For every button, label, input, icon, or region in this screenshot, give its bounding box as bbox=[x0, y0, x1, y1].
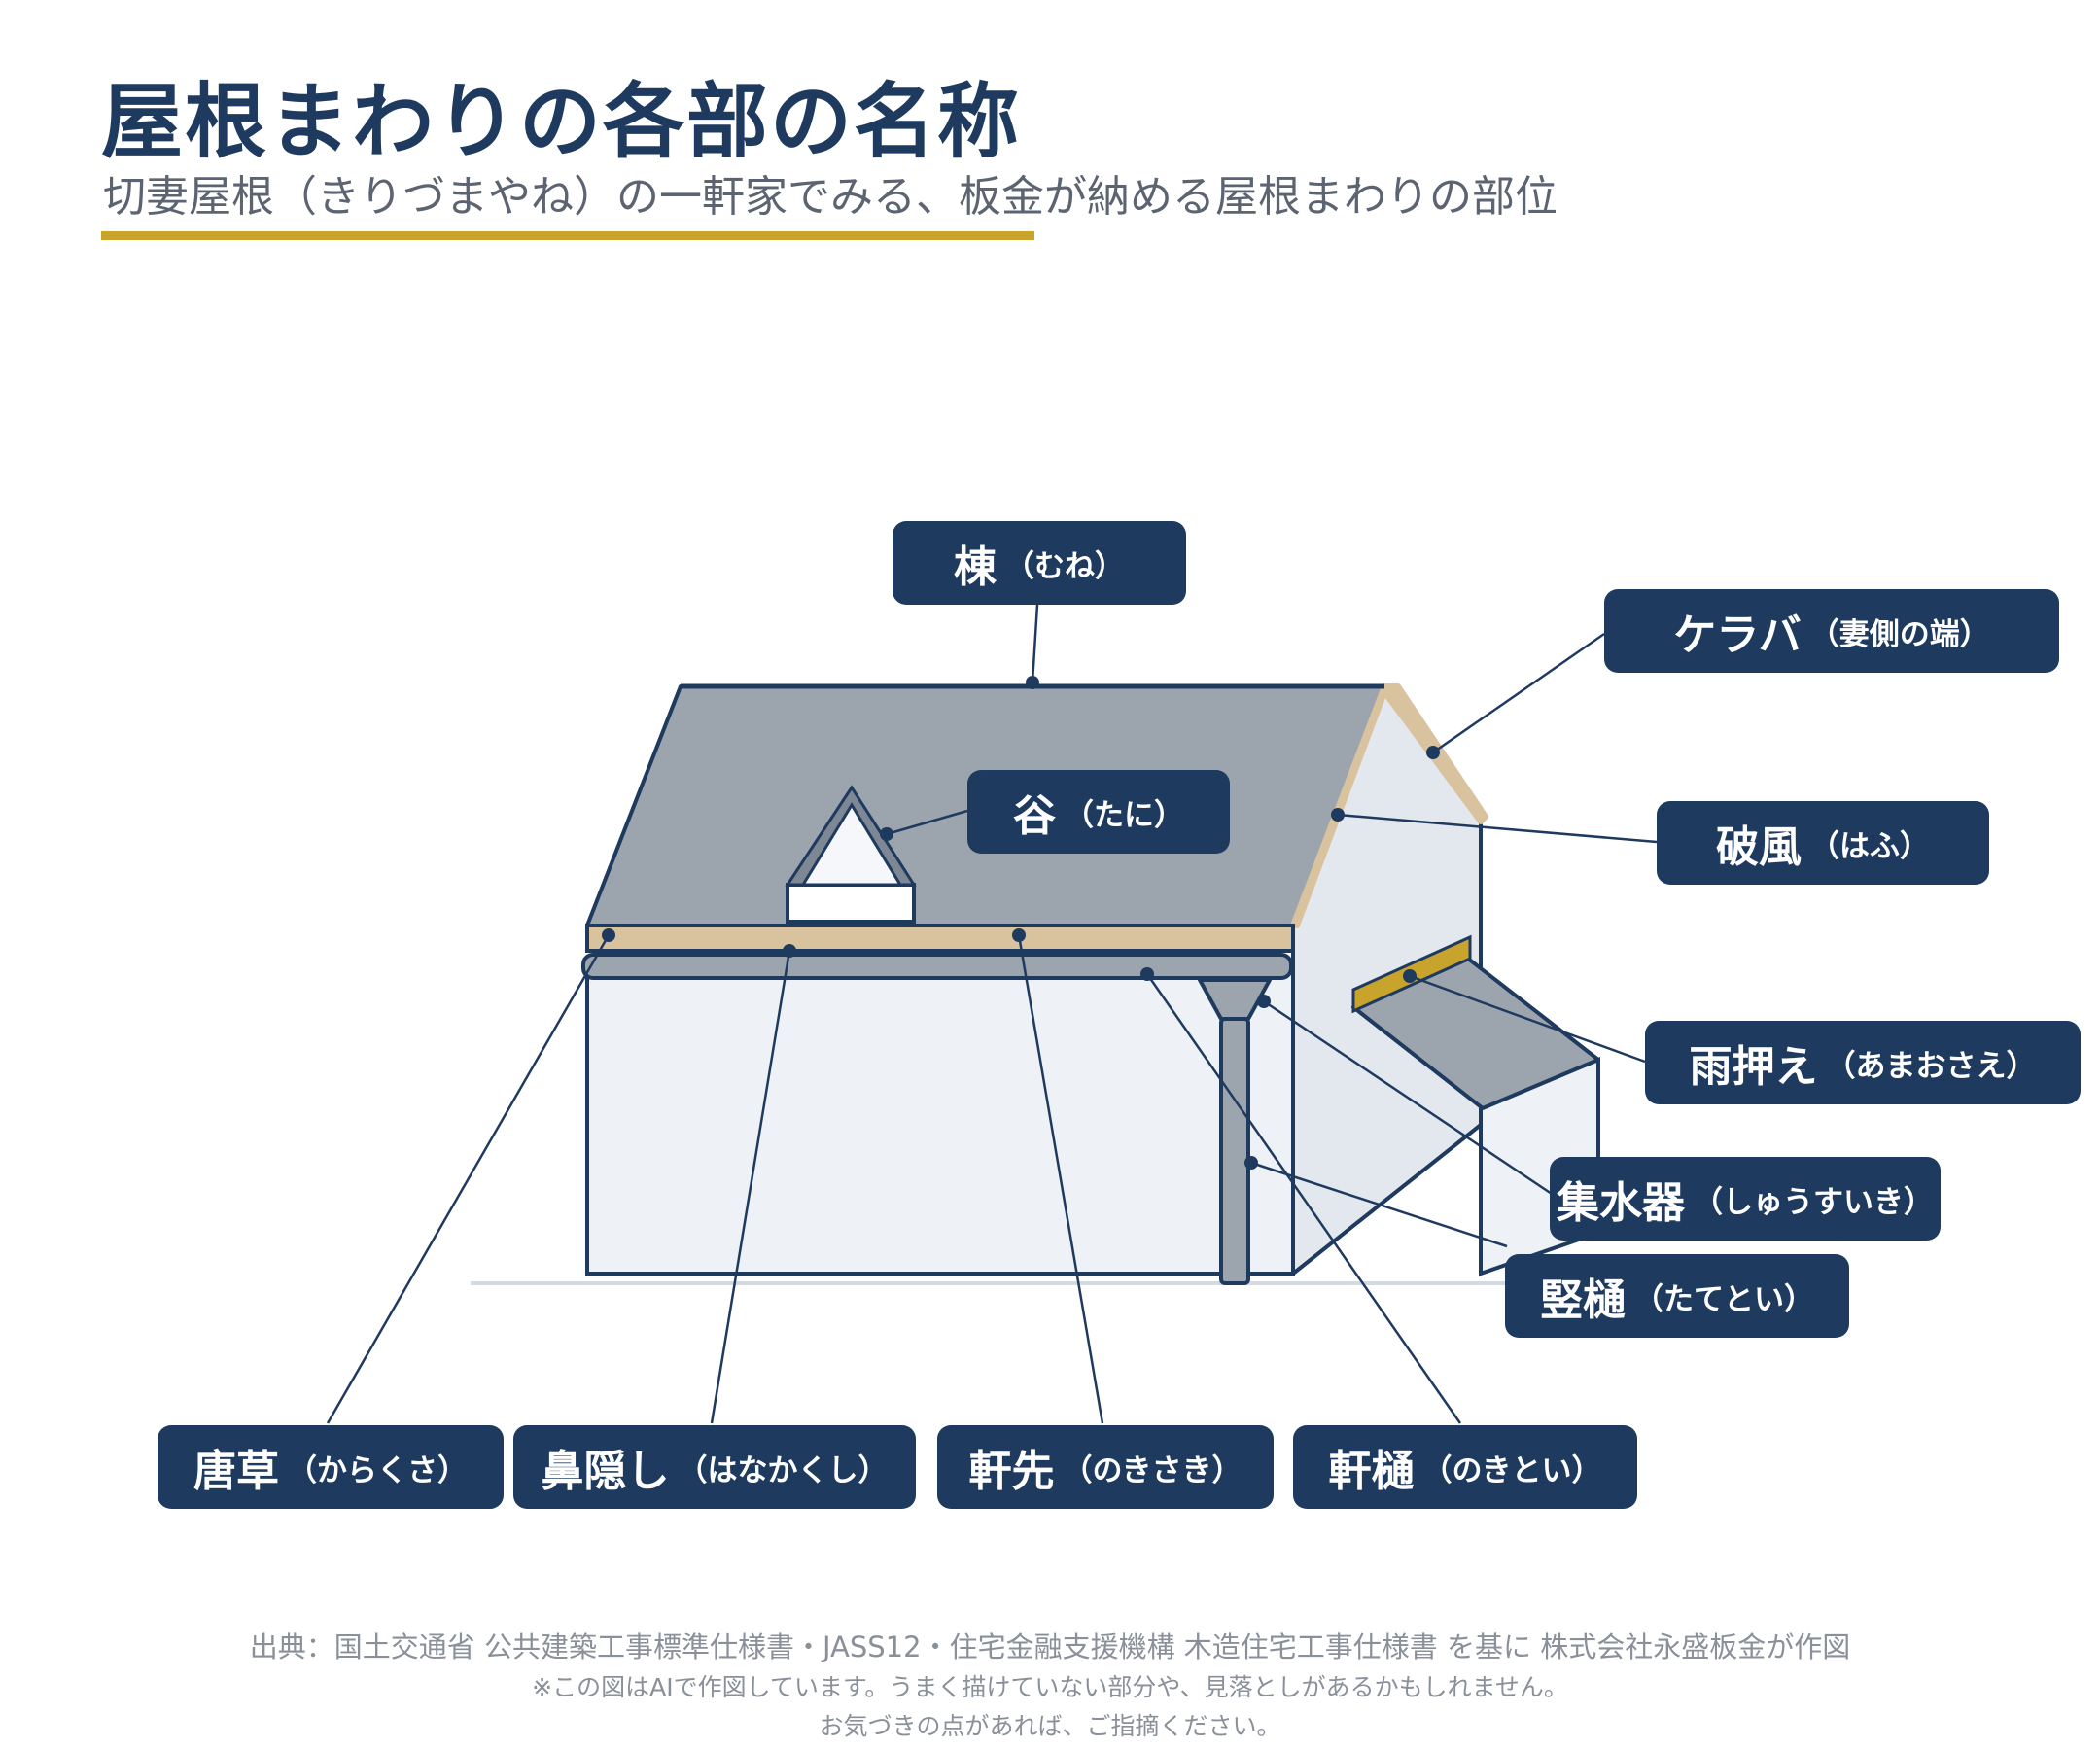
footer-source: 出典：国土交通省 公共建築工事標準仕様書・JASS12・住宅金融支援機構 木造住… bbox=[249, 1630, 1851, 1663]
label-kera: ケラバ （妻側の端） bbox=[1604, 589, 2059, 673]
leader-amaosae bbox=[1409, 974, 1646, 1064]
label-nokidoi: 軒樋 （のきとい） bbox=[1293, 1425, 1637, 1509]
leader-tani bbox=[886, 809, 968, 836]
leader-mune bbox=[1031, 604, 1039, 683]
label-tatedoi-main: 竪樋 bbox=[1540, 1276, 1626, 1325]
footer-note-2: お気づきの点があれば、ご指摘ください。 bbox=[819, 1712, 1281, 1740]
label-hanakakushi: 鼻隠し （はなかくし） bbox=[513, 1425, 916, 1509]
dot-tatedoi bbox=[1244, 1156, 1258, 1170]
label-hanakakushi-main: 鼻隠し bbox=[541, 1447, 670, 1496]
label-tatedoi-kana: （たてとい） bbox=[1633, 1281, 1814, 1317]
label-hafu-kana: （はふ） bbox=[1809, 828, 1930, 864]
label-karakusa-kana: （からくさ） bbox=[287, 1452, 468, 1488]
dot-nokisaki bbox=[1012, 928, 1026, 942]
dot-nokidoi bbox=[1140, 967, 1154, 981]
label-karakusa-main: 唐草 bbox=[193, 1447, 279, 1496]
label-mune-main: 棟 bbox=[954, 542, 997, 592]
label-nokisaki: 軒先 （のきさき） bbox=[937, 1425, 1274, 1509]
dot-hafu bbox=[1331, 808, 1345, 822]
dormer-gable bbox=[800, 802, 903, 887]
leader-karakusa bbox=[326, 934, 611, 1424]
label-kera-kana: （妻側の端） bbox=[1808, 616, 1990, 652]
dot-mune bbox=[1026, 676, 1039, 689]
page-subtitle: 切妻屋根（きりづまやね）の一軒家でみる、板金が納める屋根まわりの部位 bbox=[103, 172, 1558, 222]
leader-shusuiki bbox=[1263, 999, 1553, 1196]
leader-kera bbox=[1432, 632, 1605, 754]
downpipe bbox=[1219, 1017, 1250, 1285]
footer: 出典：国土交通省 公共建築工事標準仕様書・JASS12・住宅金融支援機構 木造住… bbox=[0, 1626, 2100, 1746]
label-karakusa: 唐草 （からくさ） bbox=[158, 1425, 504, 1509]
label-tani-kana: （たに） bbox=[1064, 797, 1184, 833]
leader-tatedoi bbox=[1250, 1161, 1508, 1248]
label-nokidoi-kana: （のきとい） bbox=[1421, 1452, 1602, 1488]
label-tatedoi: 竪樋 （たてとい） bbox=[1505, 1254, 1849, 1338]
label-nokisaki-kana: （のきさき） bbox=[1062, 1452, 1242, 1488]
dot-amaosae bbox=[1403, 969, 1417, 983]
dot-hanakakushi bbox=[783, 944, 796, 958]
fascia-board bbox=[585, 924, 1295, 953]
label-amaosae: 雨押え （あまおさえ） bbox=[1645, 1021, 2081, 1104]
label-amaosae-kana: （あまおさえ） bbox=[1825, 1048, 2037, 1084]
label-tani: 谷 （たに） bbox=[967, 770, 1230, 854]
dot-shusuiki bbox=[1257, 995, 1271, 1008]
dormer-base bbox=[786, 883, 916, 924]
label-shusuiki-main: 集水器 bbox=[1557, 1178, 1685, 1228]
front-wall bbox=[585, 970, 1295, 1276]
leader-lines bbox=[326, 604, 1658, 1424]
dot-karakusa bbox=[602, 928, 615, 942]
leader-hafu bbox=[1337, 813, 1658, 844]
leader-nokisaki bbox=[1017, 934, 1104, 1424]
eaves-gutter bbox=[581, 953, 1293, 980]
label-amaosae-main: 雨押え bbox=[1689, 1042, 1818, 1092]
title-underline bbox=[101, 231, 1034, 240]
label-kera-main: ケラバ bbox=[1673, 611, 1802, 660]
footer-note-1: ※この図はAIで作図しています。うまく描けていない部分や、見落としがあるかもしれ… bbox=[532, 1673, 1568, 1701]
label-mune: 棟 （むね） bbox=[892, 521, 1186, 605]
label-mune-kana: （むね） bbox=[1004, 548, 1125, 584]
label-hafu: 破風 （はふ） bbox=[1657, 801, 1989, 885]
label-hafu-main: 破風 bbox=[1716, 822, 1802, 872]
leader-nokidoi bbox=[1145, 973, 1462, 1424]
label-hanakakushi-kana: （はなかくし） bbox=[677, 1452, 889, 1488]
label-shusuiki-kana: （しゅうすいき） bbox=[1693, 1184, 1934, 1220]
leader-hanakakushi bbox=[710, 950, 791, 1424]
label-nokidoi-main: 軒樋 bbox=[1328, 1447, 1415, 1496]
page-title: 屋根まわりの各部の名称 bbox=[101, 74, 1022, 169]
anchor-dots bbox=[602, 676, 1440, 1170]
dot-tani bbox=[880, 827, 893, 841]
label-shusuiki: 集水器 （しゅうすいき） bbox=[1550, 1157, 1941, 1241]
label-nokisaki-main: 軒先 bbox=[968, 1447, 1055, 1496]
label-tani-main: 谷 bbox=[1013, 791, 1056, 841]
dot-kera bbox=[1426, 746, 1440, 759]
